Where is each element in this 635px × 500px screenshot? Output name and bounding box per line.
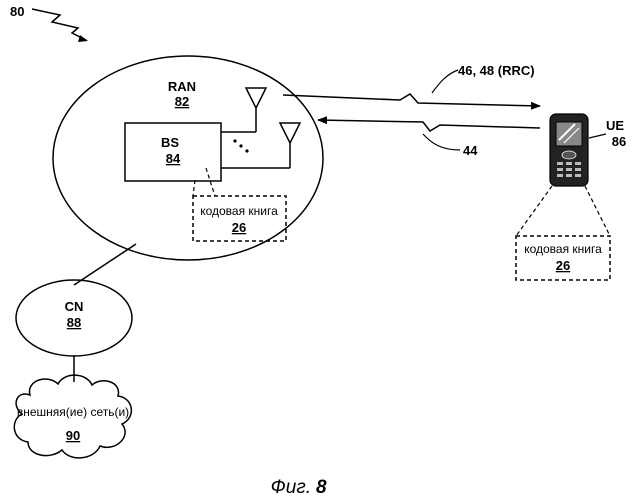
downlink-leader — [432, 70, 458, 93]
ue-phone-icon — [550, 114, 588, 186]
bs-antenna-2-icon — [221, 123, 300, 168]
ue-name: UE — [606, 118, 624, 133]
ue-codebook-label: кодовая книга — [524, 242, 602, 256]
external-label: внешняя(ие) сеть(и) — [17, 405, 129, 419]
bs-number: 84 — [166, 151, 181, 166]
uplink-label: 44 — [463, 143, 478, 158]
uplink-arrow — [318, 120, 540, 131]
antenna-ellipsis — [233, 139, 248, 152]
downlink-label: 46, 48 (RRC) — [458, 63, 535, 78]
figure-ref-arrow — [32, 9, 86, 40]
bs-antenna-1-icon — [221, 88, 266, 132]
caption-number: 8 — [316, 477, 327, 498]
cn-number: 88 — [67, 315, 81, 330]
ue-leader — [589, 134, 606, 138]
ue-codebook-number: 26 — [556, 258, 570, 273]
ran-name: RAN — [168, 79, 196, 94]
caption-prefix: Фиг. — [271, 477, 311, 498]
ran-number: 82 — [175, 94, 189, 109]
ran-cn-link — [74, 244, 136, 285]
ue-codebook-connector — [516, 186, 610, 236]
figure-ref: 80 — [10, 4, 24, 19]
downlink-arrow — [283, 94, 540, 106]
bs-name: BS — [161, 135, 179, 150]
uplink-leader — [423, 134, 460, 150]
external-number: 90 — [66, 428, 80, 443]
cn-name: CN — [65, 299, 84, 314]
bs-codebook-number: 26 — [232, 220, 246, 235]
bs-codebook-label: кодовая книга — [200, 204, 278, 218]
ue-number: 86 — [612, 134, 626, 149]
